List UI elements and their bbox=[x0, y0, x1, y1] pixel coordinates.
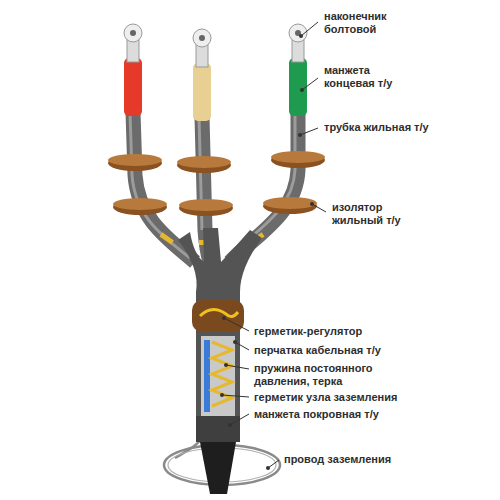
leader-dot bbox=[228, 423, 232, 427]
insulator-shed bbox=[108, 155, 162, 171]
leader-dot bbox=[220, 393, 224, 397]
spring-stripe bbox=[204, 340, 210, 412]
leader-line bbox=[300, 128, 318, 135]
end-cuff bbox=[124, 58, 142, 116]
end-cuff bbox=[193, 63, 211, 121]
part-label: манжета концевая т/у bbox=[322, 64, 411, 89]
insulator-shed bbox=[113, 199, 167, 215]
part-label: герметик узла заземления bbox=[252, 391, 399, 404]
tape-ring bbox=[160, 232, 174, 244]
insulator-shed bbox=[263, 197, 317, 209]
sealant-collar bbox=[192, 300, 244, 332]
leader-line bbox=[302, 78, 318, 90]
cable-jacket bbox=[200, 442, 236, 494]
insulator-shed bbox=[113, 198, 167, 210]
leader-line bbox=[230, 414, 249, 425]
part-label: манжета покровная т/у bbox=[252, 408, 381, 421]
part-label: наконечник болтовой bbox=[322, 10, 411, 35]
insulator-shed bbox=[177, 156, 231, 168]
cutaway bbox=[201, 336, 235, 416]
insulator-shed bbox=[108, 154, 162, 166]
part-label: трубка жильная т/у bbox=[322, 121, 431, 134]
leader-dot bbox=[310, 202, 314, 206]
insulator-shed bbox=[179, 199, 233, 211]
lug-hole bbox=[199, 35, 205, 41]
leader-dot bbox=[298, 133, 302, 137]
part-label: провод заземления bbox=[282, 453, 393, 466]
lug-hole bbox=[130, 30, 136, 36]
leader-dot bbox=[299, 34, 303, 38]
cable-glove bbox=[178, 228, 262, 440]
core-tube-highlight bbox=[130, 112, 190, 258]
leader-line bbox=[235, 342, 249, 350]
part-label: пружина постоянного давления, терка bbox=[252, 362, 376, 387]
leader-line bbox=[301, 22, 318, 36]
core-tube-highlight bbox=[228, 112, 295, 258]
bolt-lug bbox=[124, 24, 142, 42]
leader-dot bbox=[300, 88, 304, 92]
insulator-shed bbox=[179, 200, 233, 216]
insulator-shed bbox=[177, 157, 231, 173]
insulator-shed bbox=[271, 152, 325, 168]
shed-group bbox=[108, 151, 325, 216]
leader-line bbox=[268, 460, 279, 468]
leader-dots bbox=[220, 34, 314, 470]
sealant-mark bbox=[200, 309, 238, 316]
part-label: изолятор жильный т/у bbox=[330, 201, 419, 226]
leader-dot bbox=[222, 316, 226, 320]
leader-dot bbox=[233, 340, 237, 344]
core-tube bbox=[230, 112, 298, 262]
insulator-shed bbox=[263, 198, 317, 214]
leader-line bbox=[224, 318, 249, 331]
constant-force-spring bbox=[212, 342, 232, 406]
part-label: перчатка кабельная т/у bbox=[252, 344, 383, 357]
end-cuff bbox=[289, 58, 307, 116]
part-label: герметик-регулятор bbox=[252, 325, 364, 338]
leader-dot bbox=[224, 363, 228, 367]
cover-cuff bbox=[196, 416, 240, 442]
bolt-lug bbox=[193, 29, 211, 47]
leader-line bbox=[226, 365, 249, 369]
leader-dot bbox=[266, 466, 270, 470]
insulator-shed bbox=[271, 151, 325, 163]
leader-line bbox=[312, 204, 326, 212]
leader-line bbox=[222, 395, 249, 397]
